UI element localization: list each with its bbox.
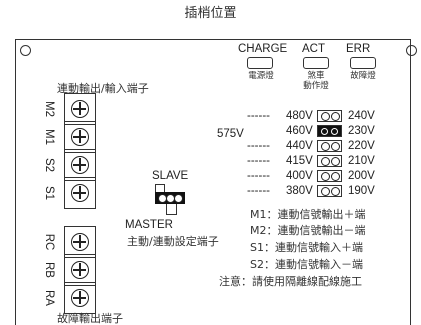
selector-pin: [321, 127, 328, 135]
terminal-m2-label: M2: [43, 101, 55, 117]
caution-text: 注意：請使用隔離線配線施工: [219, 275, 362, 288]
slave-label: SLAVE: [152, 170, 189, 182]
voltage-row-left: 460V: [286, 125, 313, 137]
led-act-label: ACT: [302, 43, 325, 55]
voltage-row-left: 440V: [286, 140, 313, 152]
led-act: [303, 57, 329, 69]
voltage-row-dashes: ------: [247, 170, 270, 182]
terminal-ra-label: RA: [43, 290, 55, 306]
voltage-row-dashes: ------: [247, 110, 270, 122]
selector-pin: [321, 156, 330, 166]
selector-pin: [321, 141, 330, 151]
selector-pin: [321, 111, 330, 121]
led-charge-label: CHARGE: [238, 43, 288, 55]
voltage-pin-pair[interactable]: [317, 170, 342, 182]
terminal-m1-label: M1: [43, 129, 55, 145]
voltage-row-left: 380V: [286, 185, 313, 197]
voltage-row-right: 240V: [348, 110, 375, 122]
voltage-row-dashes: ------: [247, 185, 270, 197]
screw-icon: [71, 184, 89, 202]
led-act-desc-line2: 動作燈: [303, 81, 329, 91]
screw-icon: [71, 233, 89, 251]
voltage-row-right: 190V: [348, 185, 375, 197]
voltage-pin-pair[interactable]: [317, 110, 342, 122]
mounting-hole-right: [406, 45, 417, 56]
terminal-m1[interactable]: [64, 121, 96, 153]
screw-icon: [71, 261, 89, 279]
link-terminals-label: 連動輸出/輸入端子: [57, 82, 149, 95]
terminal-rc-label: RC: [43, 233, 55, 251]
mounting-hole-left: [20, 45, 31, 56]
fault-terminals-label: 故障輸出端子: [57, 312, 123, 325]
screw-icon: [71, 289, 89, 307]
screw-icon: [71, 128, 89, 146]
led-act-desc-line1: 煞車: [307, 71, 325, 81]
selector-pin: [331, 186, 340, 196]
voltage-row-left: 480V: [286, 110, 313, 122]
screw-icon: [71, 156, 89, 174]
current-voltage-label: 575V: [217, 128, 244, 140]
led-charge-desc: 電源燈: [248, 71, 274, 81]
led-err: [350, 57, 376, 69]
terminal-rb[interactable]: [64, 254, 96, 286]
voltage-row-right: 210V: [348, 155, 375, 167]
selector-pin: [321, 171, 330, 181]
master-label: MASTER: [125, 219, 173, 231]
selector-pin: [331, 141, 340, 151]
terminal-ra[interactable]: [64, 282, 96, 314]
terminal-s2-label: S2: [43, 157, 55, 173]
led-err-desc: 故障燈: [350, 71, 376, 81]
terminal-s1[interactable]: [64, 177, 96, 209]
jumper-master-pin: [166, 204, 177, 215]
voltage-row-right: 200V: [348, 170, 375, 182]
voltage-row-right: 230V: [348, 125, 375, 137]
voltage-row-left: 415V: [286, 155, 313, 167]
note-m2: M2：連動信號輸出－端: [250, 224, 366, 237]
note-m1: M1：連動信號輸出＋端: [250, 208, 366, 221]
voltage-row-left: 400V: [286, 170, 313, 182]
selector-pin: [331, 111, 340, 121]
board-panel: [15, 39, 411, 325]
voltage-row-right: 220V: [348, 140, 375, 152]
terminal-m2[interactable]: [64, 93, 96, 125]
note-s1: S1：連動信號輸入＋端: [250, 241, 363, 254]
voltage-pin-pair[interactable]: [317, 140, 342, 152]
jumper-slave-pin: [155, 184, 165, 193]
led-err-label: ERR: [346, 43, 371, 55]
screw-icon: [71, 100, 89, 118]
selector-pin: [331, 127, 338, 135]
note-s2: S2：連動信號輸入－端: [250, 258, 363, 271]
voltage-row-dashes: ------: [247, 155, 270, 167]
terminal-rc[interactable]: [64, 226, 96, 258]
voltage-pin-pair[interactable]: [317, 185, 342, 197]
jumper-desc: 主動/連動設定端子: [127, 235, 219, 248]
page-title: 插梢位置: [184, 6, 237, 21]
voltage-pin-pair[interactable]: [317, 155, 342, 167]
selector-pin: [321, 186, 330, 196]
voltage-row-dashes: ------: [247, 140, 270, 152]
selector-pin: [331, 171, 340, 181]
terminal-s2[interactable]: [64, 149, 96, 181]
terminal-s1-label: S1: [43, 185, 55, 201]
voltage-pin-pair-selected[interactable]: [317, 125, 342, 137]
jumper-pin: [174, 193, 183, 203]
terminal-rb-label: RB: [43, 262, 55, 278]
led-charge: [247, 57, 273, 69]
selector-pin: [331, 156, 340, 166]
